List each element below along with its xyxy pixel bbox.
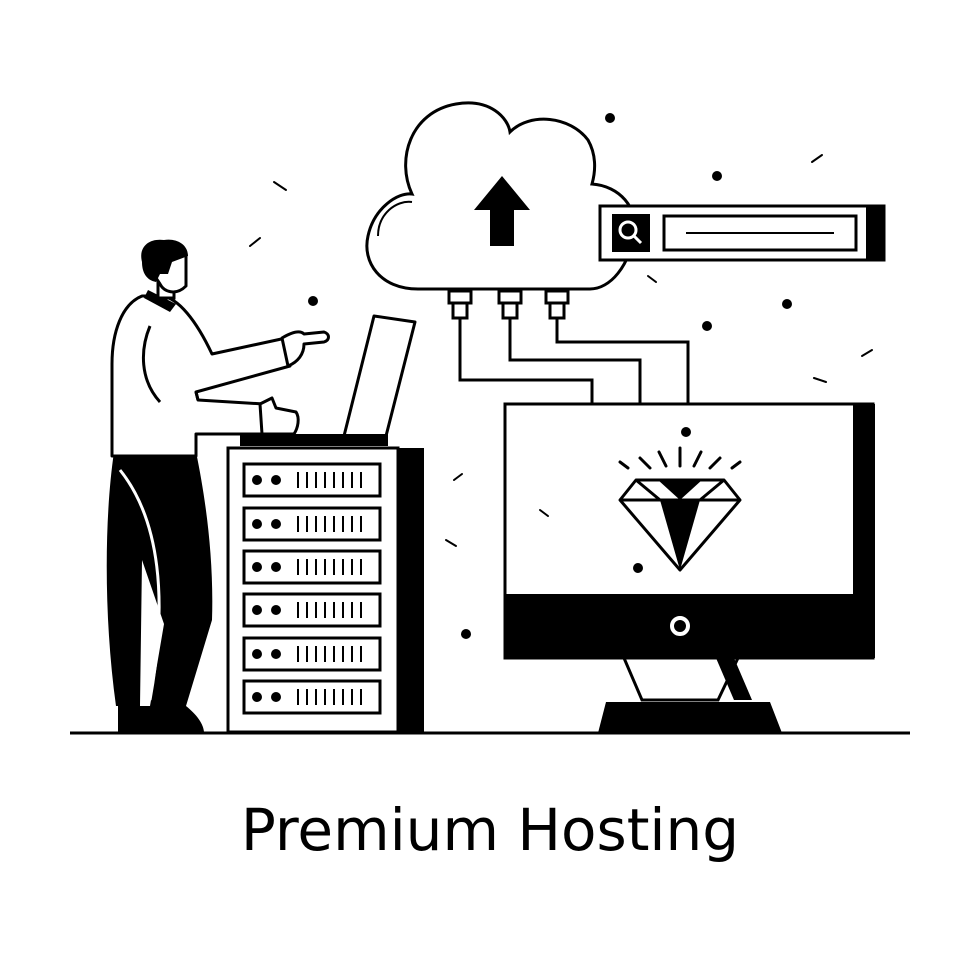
- rack-units: [242, 462, 382, 715]
- monitor-icon: [503, 402, 875, 733]
- rack-unit: [242, 506, 382, 542]
- particle-dash: [539, 509, 549, 517]
- particle-dash: [273, 181, 287, 191]
- particle-dash: [445, 539, 457, 547]
- cable-connectors: [447, 289, 570, 320]
- laptop-icon: [240, 314, 417, 446]
- illustration-title: Premium Hosting: [241, 796, 739, 864]
- particle-dot: [308, 296, 318, 306]
- rack-unit: [242, 549, 382, 585]
- particle-dot: [681, 427, 691, 437]
- diamond-icon: [618, 446, 742, 572]
- rack-unit: [242, 636, 382, 672]
- particle-dash: [813, 377, 827, 383]
- particle-dot: [605, 113, 615, 123]
- rack-unit: [242, 679, 382, 715]
- rack-unit: [242, 592, 382, 628]
- particle-dash: [647, 275, 657, 283]
- rack-unit: [242, 462, 382, 498]
- cloud-upload-icon: [365, 101, 637, 320]
- magnifier-icon: [618, 220, 638, 240]
- particle-dot: [782, 299, 792, 309]
- upload-arrow-icon: [474, 176, 530, 246]
- particle-dash: [453, 473, 463, 481]
- particle-dot: [702, 321, 712, 331]
- person-icon: [106, 239, 330, 733]
- particle-dash: [811, 154, 823, 163]
- particle-dot: [633, 563, 643, 573]
- particle-dash: [249, 237, 261, 247]
- particle-dot: [712, 171, 722, 181]
- network-cables: [458, 318, 690, 404]
- particle-dash: [861, 349, 873, 357]
- diamond-sparkle: [618, 446, 742, 470]
- decorative-particles: [249, 113, 873, 639]
- server-rack-icon: [226, 446, 424, 734]
- particle-dot: [461, 629, 471, 639]
- search-bar-icon: [598, 204, 886, 262]
